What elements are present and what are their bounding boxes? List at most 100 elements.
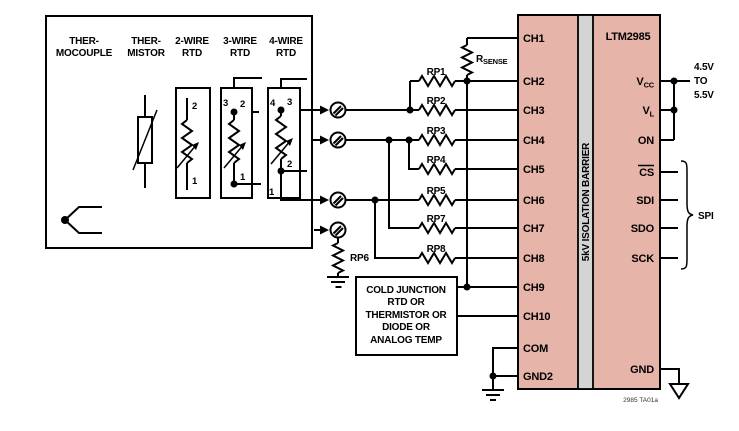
rp2-label: RP2 (427, 96, 446, 107)
pin-vcc: VCC (636, 76, 654, 90)
earth-ground-icon (482, 376, 504, 401)
pin-sdo: SDO (631, 223, 655, 235)
screw-terminal-icon (329, 191, 347, 209)
rp1-label: RP1 (427, 67, 446, 78)
thermocouple-label-line2: MOCOUPLE (56, 48, 113, 59)
rtd2-label-line2: RTD (182, 48, 202, 59)
pin-vl: VL (642, 105, 654, 119)
screw-terminals (329, 101, 347, 239)
rp6-label: RP6 (350, 253, 369, 264)
pin-ch5: CH5 (523, 164, 544, 176)
rp4-label: RP4 (427, 155, 446, 166)
ic-left-pin-labels: CH1 CH2 CH3 CH4 CH5 CH6 CH7 CH8 CH9 CH10… (523, 33, 553, 383)
pin-gnd: GND (630, 364, 654, 376)
rp7-resistor (418, 221, 456, 235)
isolation-barrier-label: 5kV ISOLATION BARRIER (581, 142, 592, 261)
screw-terminal-icon (329, 131, 347, 149)
rtd3-label-line2: RTD (230, 48, 250, 59)
pin-ch10: CH10 (523, 311, 550, 323)
pin-ch2: CH2 (523, 76, 544, 88)
rp7-label: RP7 (427, 214, 446, 225)
cold-junction-box: COLD JUNCTION RTD OR THERMISTOR OR DIODE… (355, 276, 458, 356)
pin-ch4: CH4 (523, 135, 545, 147)
rtd4-pin3: 3 (287, 97, 292, 108)
rp5-resistor (418, 193, 456, 207)
rsense-label: RSENSE (476, 54, 508, 66)
pin-cs: CS (639, 167, 654, 179)
pin-gnd2: GND2 (523, 371, 553, 383)
rp4-resistor (418, 162, 456, 176)
rp8-label: RP8 (427, 244, 446, 255)
rtd4-label-line1: 4-WIRE (269, 36, 303, 47)
supply-wiring: 4.5V TO 5.5V (660, 62, 715, 141)
isolation-barrier (577, 14, 594, 390)
arrow-right-icon (312, 195, 329, 205)
thermistor-label-line1: THER- (131, 36, 161, 47)
rtd4-pin4: 4 (270, 98, 276, 109)
pin-sdi: SDI (636, 195, 654, 207)
cold-junction-line5: ANALOG TEMP (370, 335, 442, 346)
chassis-ground-icon (668, 383, 690, 400)
rtd3-pin3: 3 (223, 98, 228, 109)
spi-brace (680, 160, 694, 270)
arrow-right-icon (312, 135, 329, 145)
thermistor-label-line2: MISTOR (127, 48, 165, 59)
spi-wiring: SPI (660, 160, 714, 270)
cold-junction-line2: RTD OR (387, 297, 425, 308)
rsense-resistor (459, 44, 475, 76)
sensor-box: THER- MOCOUPLE THER- MISTOR 2-WIRE RTD 3… (45, 15, 313, 249)
rtd3-label-line1: 3-WIRE (223, 36, 257, 47)
pin-ch7: CH7 (523, 223, 544, 235)
sensor-column-labels: THER- MOCOUPLE THER- MISTOR 2-WIRE RTD 3… (56, 36, 304, 59)
cold-junction-line4: DIODE OR (382, 322, 431, 333)
ic-right-pin-labels: VCC VL ON CS SDI SDO SCK GND (630, 76, 655, 376)
pin-com: COM (523, 343, 548, 355)
cold-junction-line3: THERMISTOR OR (365, 310, 447, 321)
rp8-resistor (418, 251, 456, 265)
rp6-resistor (330, 242, 346, 274)
terminal-arrows (312, 105, 329, 235)
gnd-wiring (660, 368, 690, 400)
rp2-resistor (418, 103, 456, 117)
pin-ch3: CH3 (523, 105, 544, 117)
ic-name: LTM2985 (606, 31, 651, 43)
pin-on: ON (638, 135, 654, 147)
ic-block: 5kV ISOLATION BARRIER LTM2985 CH1 CH2 CH… (517, 14, 661, 390)
rtd3-pin1: 1 (240, 172, 246, 183)
figure-id: 2985 TA01a (623, 397, 658, 404)
rtd-4wire-icon: 4 3 2 1 (267, 78, 312, 201)
cold-junction-line1: COLD JUNCTION (366, 285, 446, 296)
pin-ch9: CH9 (523, 282, 544, 294)
supply-line3: 5.5V (694, 90, 714, 101)
rp5-label: RP5 (427, 186, 446, 197)
rtd4-pin1: 1 (269, 187, 275, 198)
rtd2-label-line1: 2-WIRE (175, 36, 209, 47)
rp1-resistor (418, 74, 456, 88)
rtd4-pin2: 2 (287, 159, 292, 170)
rtd2-pin1: 1 (192, 176, 198, 187)
rtd3-pin2: 2 (240, 99, 245, 110)
pin-ch1: CH1 (523, 33, 544, 45)
supply-line2: TO (694, 76, 708, 87)
rtd-2wire-icon: 2 1 (175, 87, 211, 199)
arrow-right-icon (314, 225, 329, 235)
rp3-resistor (418, 133, 456, 147)
rtd2-pin2: 2 (192, 101, 197, 112)
pin-sck: SCK (631, 253, 654, 265)
thermocouple-icon (61, 206, 102, 234)
supply-line1: 4.5V (694, 62, 714, 73)
pin-ch6: CH6 (523, 195, 544, 207)
screw-terminal-icon (329, 221, 347, 239)
resistor-labels: RSENSE RP1 RP2 RP3 RP4 RP5 RP6 RP7 RP8 (350, 54, 508, 264)
rtd4-label-line2: RTD (276, 48, 296, 59)
thermocouple-label-line1: THER- (69, 36, 99, 47)
rtd-3wire-icon: 3 2 1 (220, 77, 262, 199)
wiring-network (327, 37, 518, 401)
spi-label: SPI (698, 211, 714, 222)
arrow-right-icon (312, 105, 329, 115)
thermistor-icon (132, 95, 158, 188)
pin-ch8: CH8 (523, 253, 544, 265)
earth-ground-icon (327, 273, 349, 288)
